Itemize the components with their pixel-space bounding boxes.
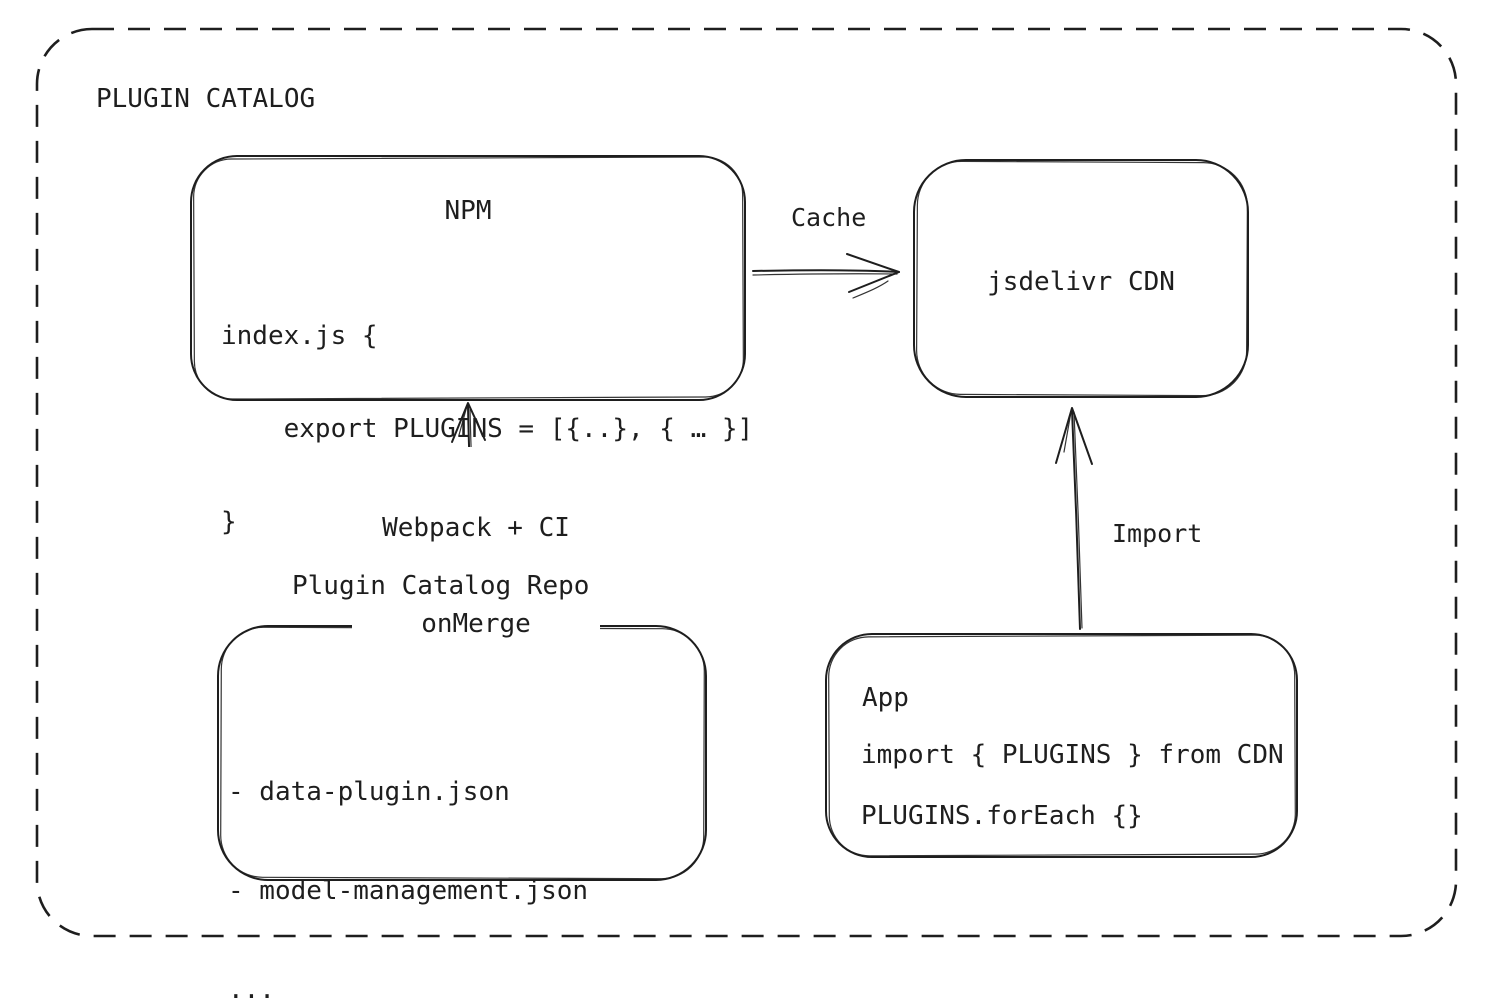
- repo-item: - model-management.json: [228, 876, 589, 906]
- npm-box-title: NPM: [444, 196, 492, 226]
- import-arrow-label: Import: [1112, 519, 1203, 548]
- npm-code-line: index.js {: [221, 321, 378, 351]
- app-code-line: import { PLUGINS } from CDN: [861, 740, 1284, 770]
- import-arrow: [1055, 407, 1093, 630]
- cdn-box: [913, 159, 1249, 398]
- npm-code-block: index.js { export PLUGINS = [{..}, { … }…: [221, 259, 753, 600]
- repo-item-list: - data-plugin.json - model-management.js…: [228, 710, 588, 1002]
- cdn-box-title: jsdelivr CDN: [987, 267, 1175, 297]
- app-box: [825, 633, 1298, 858]
- repo-label: Plugin Catalog Repo: [292, 571, 590, 601]
- app-box-title: App: [862, 683, 909, 713]
- npm-box: [190, 155, 746, 401]
- repo-item: ...: [228, 975, 275, 1002]
- cache-arrow: [752, 253, 900, 299]
- cache-arrow-label: Cache: [791, 203, 867, 232]
- npm-code-line: export PLUGINS = [{..}, { … }]: [221, 414, 754, 444]
- npm-code-line: }: [221, 507, 237, 537]
- diagram-title: PLUGIN CATALOG: [96, 84, 316, 114]
- build-arrow-label: Webpack + CI onMerge: [352, 447, 600, 705]
- repo-item: - data-plugin.json: [228, 777, 510, 807]
- build-arrow-label-line1: Webpack + CI: [382, 513, 570, 543]
- build-arrow-label-line2: onMerge: [421, 609, 531, 639]
- app-code-line: PLUGINS.forEach {}: [861, 801, 1143, 831]
- plugin-catalog-frame: [35, 27, 1458, 938]
